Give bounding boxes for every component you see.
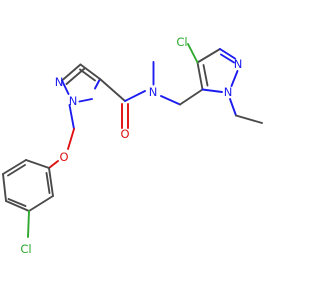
carboxamide-group <box>99 61 181 129</box>
bond <box>202 64 209 87</box>
bond <box>2 173 7 202</box>
bond <box>7 198 27 207</box>
chlorine-atom-label: Cl <box>20 242 31 256</box>
nitrogen-atom-label: N <box>224 85 233 99</box>
bond <box>235 114 263 124</box>
bond <box>27 210 30 238</box>
bond <box>201 88 223 93</box>
bond <box>78 98 93 103</box>
bond <box>187 43 199 64</box>
bond <box>48 160 59 169</box>
bond <box>28 195 54 212</box>
bond <box>25 159 50 169</box>
bond <box>229 98 237 117</box>
molecule-structure: Cl N N N N N O O Cl <box>2 35 263 256</box>
oxygen-atom-label: O <box>120 127 129 141</box>
bond <box>68 104 75 130</box>
bond <box>45 172 51 194</box>
bond <box>79 68 96 82</box>
pyrazole-ring-a <box>61 63 101 103</box>
bond <box>219 48 236 60</box>
nitrogen-atom-label: N <box>69 94 78 108</box>
bond <box>67 128 75 150</box>
bond <box>7 164 26 177</box>
oxygen-atom-label: O <box>59 150 68 164</box>
bond <box>79 63 101 80</box>
chlorine-atom-label: Cl <box>176 35 187 49</box>
bond <box>5 200 30 212</box>
bond <box>196 48 221 64</box>
bond <box>160 95 181 106</box>
bond <box>99 78 126 102</box>
bond <box>48 167 54 197</box>
bond <box>124 90 146 102</box>
pyrazole-ring-b <box>179 43 263 124</box>
chlorophenyl-ring <box>2 159 54 238</box>
bond <box>94 78 101 90</box>
nitrogen-atom-label: N <box>234 57 243 71</box>
nitrogen-atom-label: N <box>55 75 64 89</box>
bond <box>220 53 235 64</box>
bond <box>196 61 204 91</box>
methyleneoxy-linker <box>48 104 75 169</box>
bond <box>61 63 82 82</box>
bond <box>230 70 239 87</box>
bond <box>2 159 27 175</box>
bond <box>179 88 204 106</box>
atom-labels: Cl N N N N N O O Cl <box>20 35 242 256</box>
nitrogen-atom-label: N <box>149 85 158 99</box>
bond <box>61 79 70 95</box>
